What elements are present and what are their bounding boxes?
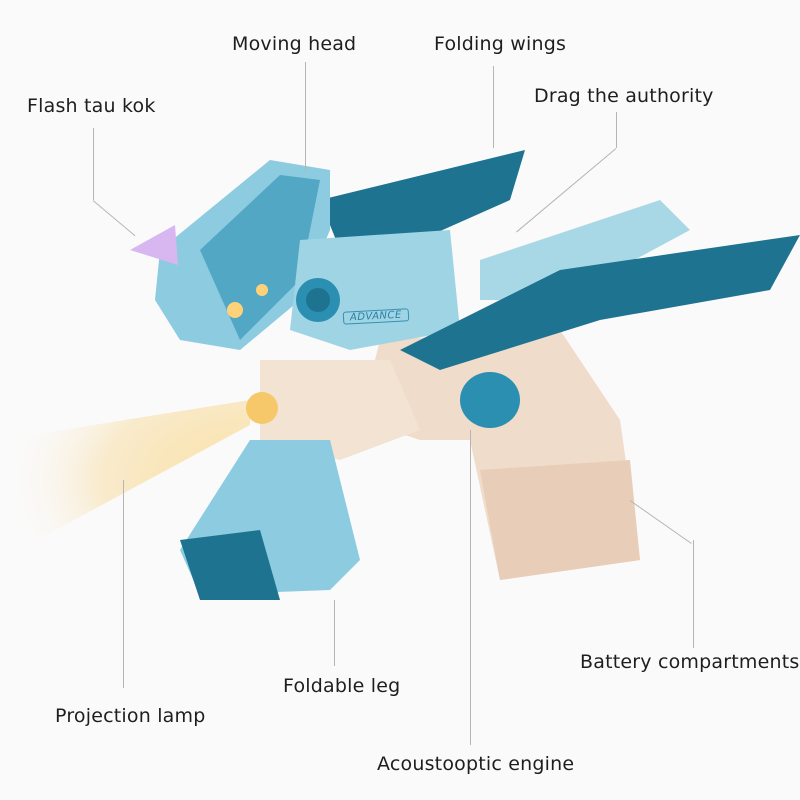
label-battery-compartments: Battery compartments: [580, 651, 800, 673]
lamp: [246, 392, 278, 424]
eye-light: [227, 302, 243, 318]
label-acoustooptic-engine: Acoustooptic engine: [377, 753, 575, 775]
trigger: [460, 372, 520, 428]
label-flash-tau-kok: Flash tau kok: [27, 95, 156, 117]
callout-line-leg: [334, 600, 335, 666]
callout-line-head: [305, 62, 306, 172]
torso: [290, 230, 460, 350]
callout-line-wings: [493, 66, 494, 148]
callout-line-flash: [93, 128, 94, 200]
callout-line-drag: [616, 112, 617, 148]
back-wing: [320, 150, 525, 250]
label-drag-authority: Drag the authority: [534, 85, 714, 107]
horn: [130, 225, 178, 265]
callout-line-projection: [123, 480, 124, 688]
label-moving-head: Moving head: [232, 33, 357, 55]
label-projection-lamp: Projection lamp: [55, 705, 206, 727]
callout-line-battery: [693, 540, 694, 648]
label-foldable-leg: Foldable leg: [283, 675, 401, 697]
drag-barrel: [480, 200, 690, 300]
label-folding-wings: Folding wings: [434, 33, 567, 55]
front-wing: [400, 235, 800, 370]
callout-line-acousto: [470, 430, 471, 745]
projection-beam: [0, 400, 250, 560]
